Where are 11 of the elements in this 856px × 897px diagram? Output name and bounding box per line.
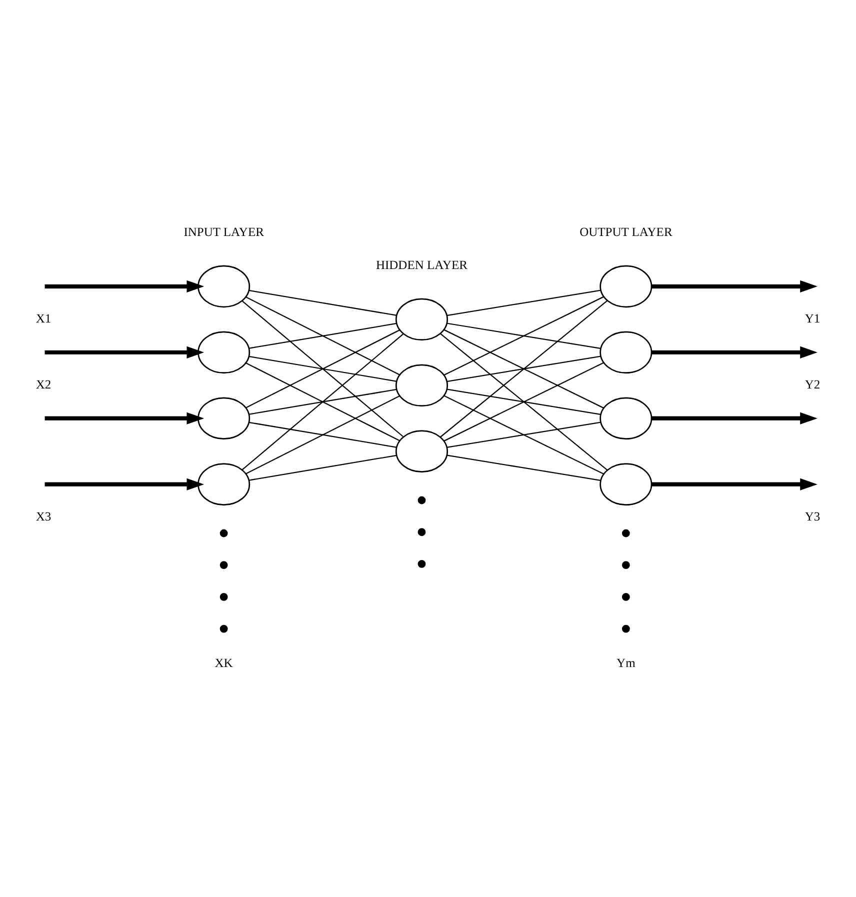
label: OUTPUT LAYER	[580, 225, 672, 240]
label: Y3	[804, 510, 820, 524]
label: X1	[36, 312, 52, 326]
label: INPUT LAYER	[184, 225, 264, 240]
label: Y2	[804, 378, 820, 392]
label: Y1	[804, 312, 820, 326]
label: HIDDEN LAYER	[376, 258, 468, 272]
label: Ym	[616, 656, 636, 670]
label: X3	[36, 510, 52, 524]
label: XK	[214, 656, 233, 670]
label: X2	[36, 378, 52, 392]
